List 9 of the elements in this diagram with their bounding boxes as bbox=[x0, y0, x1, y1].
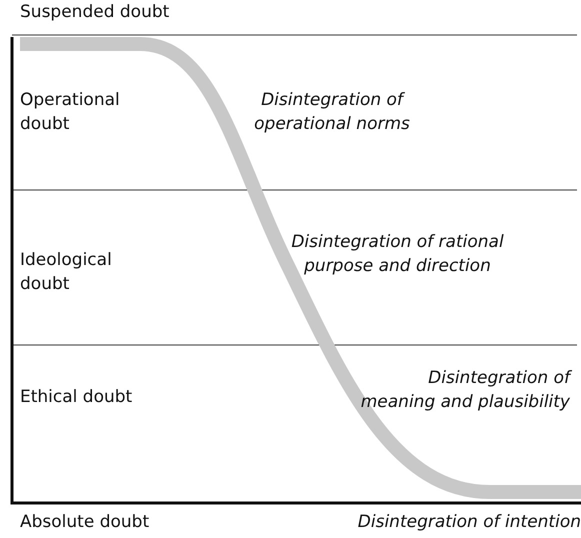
stage-label: Disintegration of intention bbox=[356, 511, 581, 534]
band-label: Ethical doubt bbox=[20, 386, 134, 409]
axis-label: Suspended doubt bbox=[20, 1, 170, 24]
stage-label: Disintegration of operational norms bbox=[253, 89, 411, 136]
stage-label: Disintegration of rational purpose and direction bbox=[290, 231, 505, 278]
stage-label: Disintegration of meaning and plausibility bbox=[360, 367, 570, 414]
band-label: Ideological doubt bbox=[20, 249, 113, 296]
band-label: Operational doubt bbox=[20, 89, 121, 136]
axis-label: Absolute doubt bbox=[20, 511, 150, 534]
